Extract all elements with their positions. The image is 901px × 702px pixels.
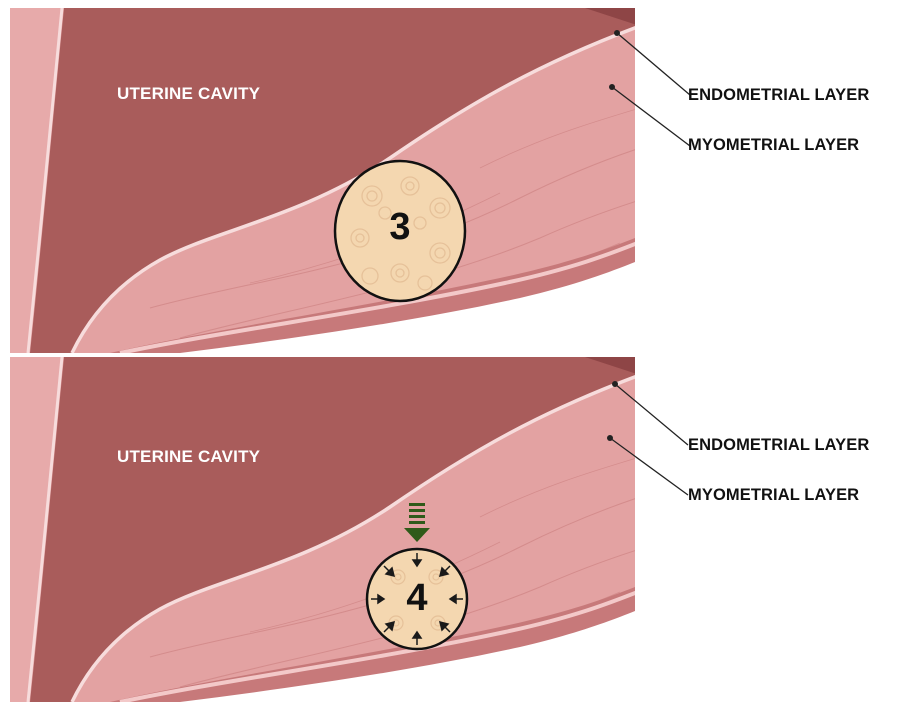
panel-stage-4: UTERINE CAVITY ENDOMETRIAL LAYER MYOMETR… <box>0 357 901 702</box>
uterine-cavity-label: UTERINE CAVITY <box>117 84 260 104</box>
uterus-illustration <box>0 357 901 702</box>
endometrial-layer-label: ENDOMETRIAL LAYER <box>688 436 869 455</box>
endometrial-layer-label: ENDOMETRIAL LAYER <box>688 86 869 105</box>
uterine-cavity-label: UTERINE CAVITY <box>117 447 260 467</box>
panel-stage-3: UTERINE CAVITY ENDOMETRIAL LAYER MYOMETR… <box>0 8 901 353</box>
myometrial-layer-label: MYOMETRIAL LAYER <box>688 486 859 505</box>
myometrial-layer-label: MYOMETRIAL LAYER <box>688 136 859 155</box>
stage-number: 4 <box>397 577 437 620</box>
stage-number: 3 <box>375 206 425 249</box>
uterus-illustration <box>0 8 901 353</box>
